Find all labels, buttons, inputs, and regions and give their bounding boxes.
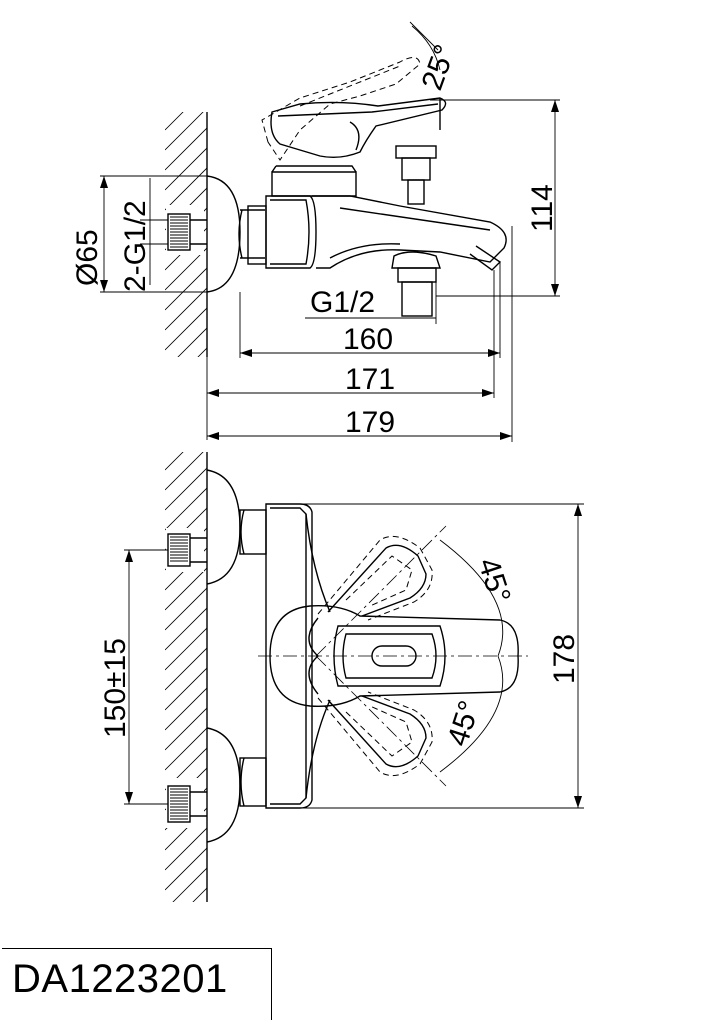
lever-rotated-lower: [317, 691, 433, 777]
diverter-knob-side: [395, 145, 437, 205]
side-view: 25° 114 Ø65 2-G1/2 G1/2 160 171 179: [71, 21, 560, 442]
label-flange-diameter: Ø65: [71, 229, 104, 286]
label-center-distance: 150±15: [99, 638, 132, 738]
label-inlet-thread: 2-G1/2: [119, 200, 152, 292]
label-rotation-lower: 45°: [441, 697, 486, 750]
label-length-160: 160: [343, 323, 393, 356]
inlet-thread-side: [167, 213, 207, 251]
label-rotation-upper: 45°: [471, 554, 516, 607]
title-block: DA1223201: [2, 948, 272, 1020]
outlet-side: [391, 251, 441, 317]
dimension-lines-side: [100, 21, 560, 442]
label-lever-angle: 25°: [416, 40, 463, 94]
top-view: 150±15 178 45° 45°: [99, 452, 584, 902]
escutcheon-side: [206, 175, 267, 293]
label-length-179: 179: [345, 406, 395, 439]
dimension-lines-top: [124, 503, 584, 809]
model-code: DA1223201: [12, 957, 228, 1001]
mixer-body-side: [265, 165, 507, 271]
label-height-114: 114: [526, 184, 559, 232]
label-outlet-thread: G1/2: [310, 286, 375, 319]
label-width-178: 178: [548, 634, 581, 684]
wall-bottom: [165, 452, 208, 902]
lever-rotated-upper: [317, 535, 433, 621]
lever-side: [270, 97, 447, 159]
label-length-171: 171: [345, 363, 395, 396]
lever-open-dashed: [261, 57, 421, 161]
